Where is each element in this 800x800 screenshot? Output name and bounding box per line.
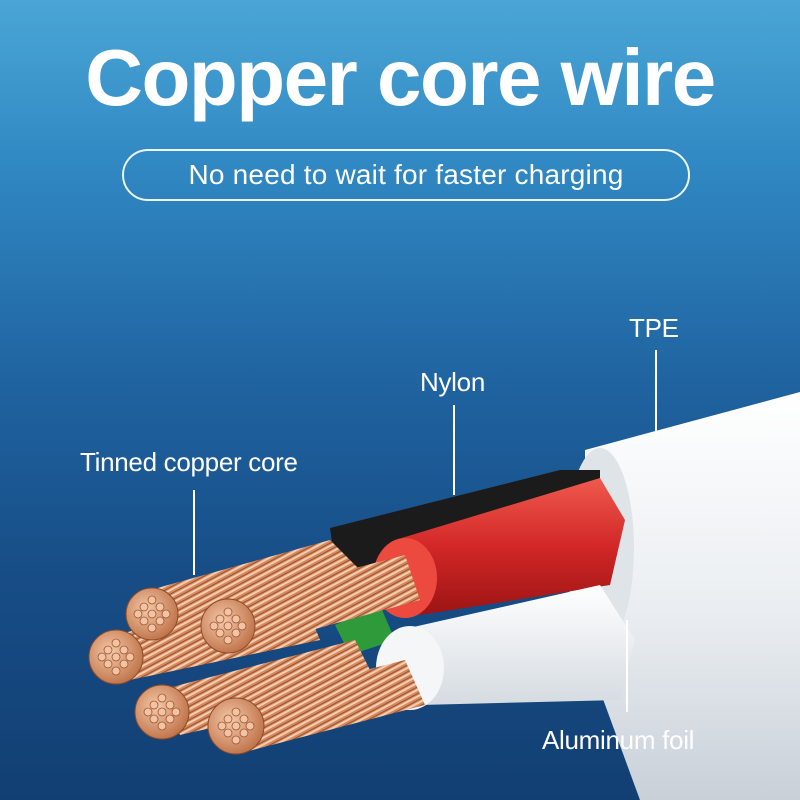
leader-line-nylon bbox=[453, 405, 455, 495]
callout-aluminum-foil: Aluminum foil bbox=[542, 725, 695, 755]
red-nylon-wire bbox=[395, 478, 625, 615]
tpe-jacket bbox=[585, 392, 800, 800]
leader-line-aluminum-foil bbox=[626, 620, 628, 712]
callout-nylon: Nylon bbox=[420, 367, 485, 397]
page-title: Copper core wire bbox=[85, 33, 716, 122]
callout-tinned-copper-core: Tinned copper core bbox=[80, 447, 298, 477]
leader-line-tpe bbox=[655, 350, 657, 435]
subtitle-text: No need to wait for faster charging bbox=[188, 159, 624, 190]
subtitle-badge: No need to wait for faster charging bbox=[122, 149, 690, 201]
leader-line-tinned-copper-core bbox=[193, 490, 195, 575]
copper-strand-bundle-icon bbox=[88, 540, 425, 755]
white-wire bbox=[400, 585, 635, 705]
copper-bundle-5 bbox=[230, 660, 425, 752]
callout-tpe: TPE bbox=[629, 313, 679, 343]
